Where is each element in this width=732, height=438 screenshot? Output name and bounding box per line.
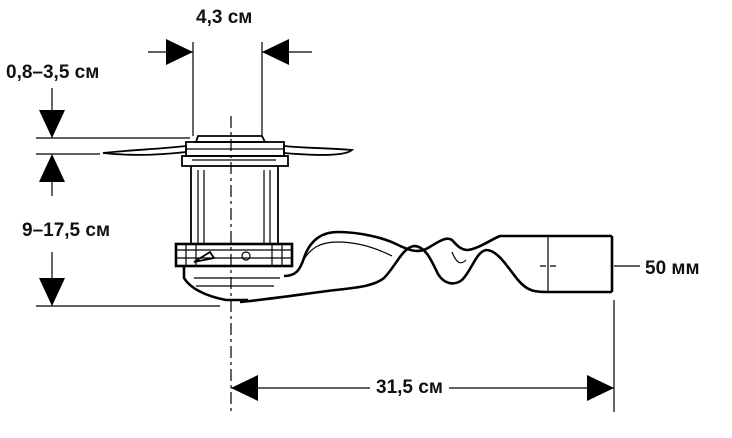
siphon-bowl [182, 266, 280, 302]
floor-thickness-label: 0,8–3,5 см [6, 62, 100, 83]
dimension-floor-thickness [36, 88, 190, 196]
arrow-right [166, 39, 193, 65]
arrow-left [262, 39, 289, 65]
outlet-pipe [239, 230, 614, 304]
floor-tile [102, 144, 355, 156]
dimension-outlet-width [148, 39, 312, 136]
outlet-width-label: 4,3 см [196, 7, 253, 28]
pipe-diameter-label: 50 мм [645, 258, 700, 279]
dimension-installation-height [36, 252, 220, 307]
drain-body [190, 166, 279, 244]
installation-height-label: 9–17,5 см [22, 220, 111, 241]
total-length-label: 31,5 см [370, 377, 449, 399]
clamp-ring [174, 242, 294, 268]
drain-grate [181, 135, 289, 167]
